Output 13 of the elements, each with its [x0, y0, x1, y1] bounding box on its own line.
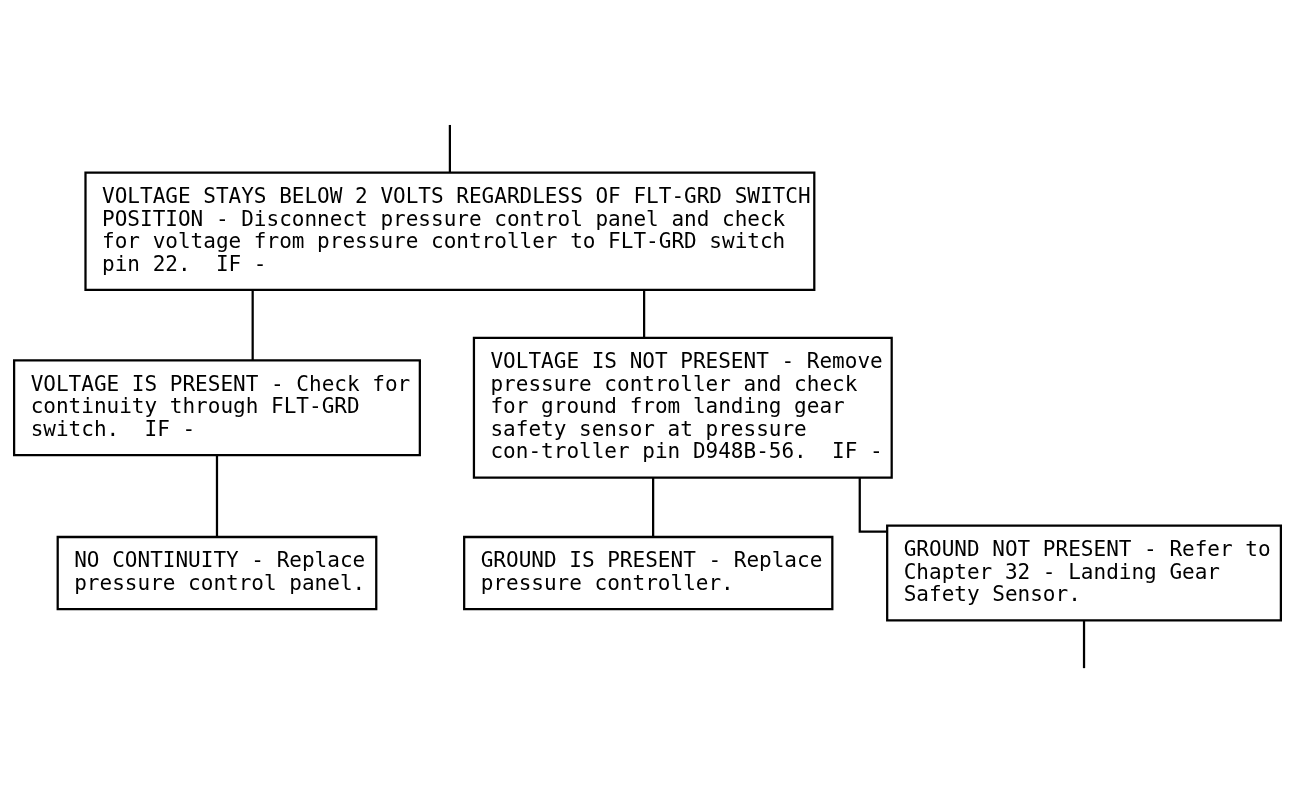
connector	[1082, 620, 1086, 669]
node-box: NO CONTINUITY - Replace pressure control panel.	[56, 535, 378, 611]
node-box: VOLTAGE IS NOT PRESENT - Remove pressure controller and check for ground from landing gear safety sensor at pressure con-troller pin D948B-56. IF -	[472, 336, 893, 479]
connector	[652, 477, 655, 537]
connector	[858, 477, 887, 533]
connector	[215, 455, 219, 537]
connector	[643, 290, 646, 338]
connector	[251, 290, 254, 361]
node-box: VOLTAGE IS PRESENT - Check for continuity through FLT-GRD switch. IF -	[13, 359, 421, 457]
node-box: GROUND IS PRESENT - Replace pressure controller.	[463, 535, 834, 611]
node-box: GROUND NOT PRESENT - Refer to Chapter 32 - Landing Gear Safety Sensor.	[886, 524, 1282, 622]
connector	[448, 124, 452, 173]
node-box: VOLTAGE STAYS BELOW 2 VOLTS REGARDLESS OF FLT-GRD SWITCH POSITION - Disconnect pressure control panel and check for voltage from pressure controller to FLT-GRD switch pin 22. IF -	[84, 171, 816, 291]
